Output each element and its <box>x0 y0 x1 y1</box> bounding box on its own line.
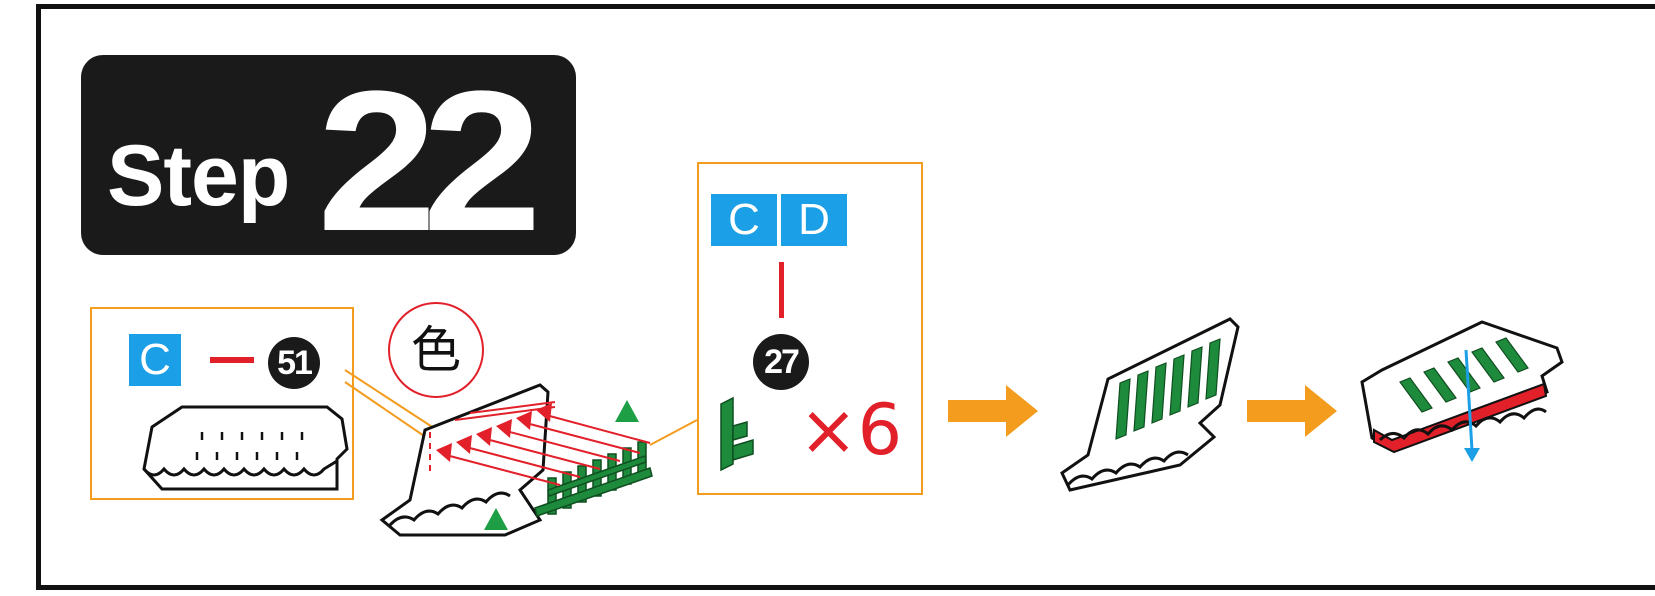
instruction-frame <box>36 4 1655 590</box>
part-51-illustration <box>142 405 349 491</box>
color-note-circle: 色 <box>388 302 484 398</box>
left-parts-callout: C 51 <box>90 307 354 500</box>
sprue-tag-c: C <box>711 194 777 246</box>
sprue-tag-c: C <box>129 334 181 386</box>
part-27-illustration <box>720 396 754 472</box>
part-number-badge: 27 <box>753 334 809 390</box>
quantity-label: ×6 <box>799 389 903 471</box>
final-assembly-illustration <box>1360 320 1564 462</box>
color-note-label: 色 <box>411 321 461 379</box>
step-number: 22 <box>317 50 542 273</box>
part-number-badge: 51 <box>268 337 320 389</box>
flow-arrow-1 <box>948 385 1038 437</box>
sprue-tag-d: D <box>781 194 847 246</box>
assembled-side-illustration <box>1060 317 1240 492</box>
step-badge: Step 22 <box>81 50 576 273</box>
right-parts-callout: C D 27 ×6 <box>697 162 923 495</box>
dash-connector <box>210 357 254 363</box>
step-label: Step <box>107 128 290 224</box>
flow-arrow-2 <box>1247 385 1337 437</box>
vertical-connector <box>779 262 784 318</box>
